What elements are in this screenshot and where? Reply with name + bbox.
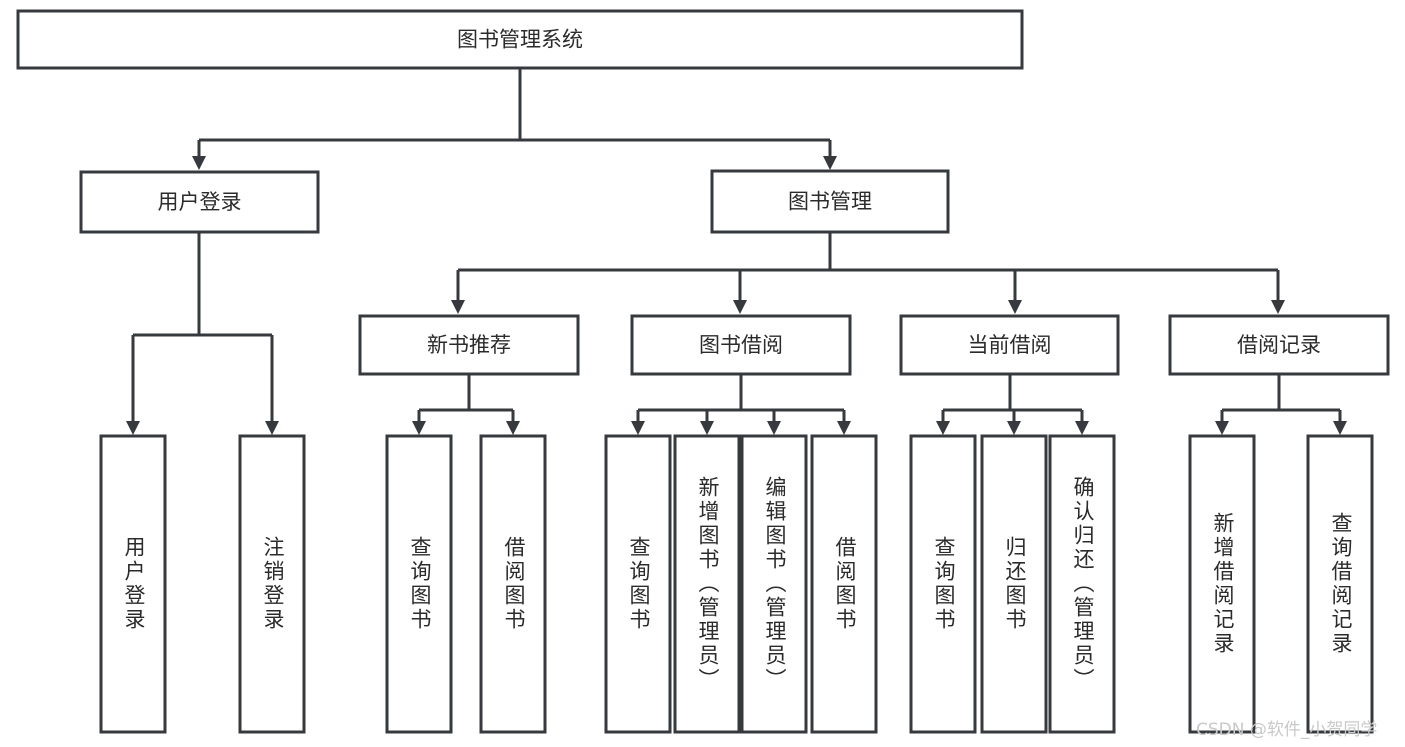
node-box — [16, 9, 1024, 70]
node-label: 注销登录 — [261, 536, 285, 632]
arrow-to-current — [1008, 300, 1022, 314]
node-leaf-edit-book-admin[interactable]: 编辑图书（管理员） — [740, 434, 808, 734]
node-label: 查询图书 — [932, 536, 956, 632]
node-book-borrow[interactable]: 图书借阅 — [630, 314, 852, 376]
arrow-to-leaf-user-login — [126, 421, 140, 435]
arrow-recommend-leaf1 — [412, 421, 426, 435]
node-leaf-return-book[interactable]: 归还图书 — [980, 434, 1048, 734]
arrow-borrow-leaf1 — [631, 421, 645, 435]
node-box — [1188, 434, 1256, 734]
node-leaf-borrow-book-recommend[interactable]: 借阅图书 — [479, 434, 547, 734]
node-box — [1048, 434, 1116, 734]
node-box — [909, 434, 977, 734]
arrow-heads-layer — [126, 156, 1347, 435]
node-leaf-query-borrow-record[interactable]: 查询借阅记录 — [1306, 434, 1374, 734]
node-label: 查询图书 — [408, 536, 432, 632]
node-label: 借阅记录 — [1237, 333, 1321, 357]
node-leaf-query-book-borrow[interactable]: 查询图书 — [604, 434, 672, 734]
arrow-borrow-leaf2 — [700, 421, 714, 435]
arrow-current-leaf1 — [936, 421, 950, 435]
csdn-watermark: CSDN @软件_小贺同学 — [1196, 720, 1377, 740]
node-leaf-borrow-book[interactable]: 借阅图书 — [810, 434, 878, 734]
node-box — [710, 169, 950, 234]
node-new-book-recommend[interactable]: 新书推荐 — [358, 314, 580, 376]
node-box — [358, 314, 580, 376]
node-leaf-add-borrow-record[interactable]: 新增借阅记录 — [1188, 434, 1256, 734]
node-label: 用户登录 — [158, 190, 242, 214]
node-label: 借阅图书 — [833, 536, 857, 632]
node-leaf-confirm-return-admin[interactable]: 确认归还（管理员） — [1048, 434, 1116, 734]
node-leaf-query-book-current[interactable]: 查询图书 — [909, 434, 977, 734]
node-label: 图书管理系统 — [457, 28, 583, 52]
node-leaf-query-book-recommend[interactable]: 查询图书 — [385, 434, 453, 734]
node-box — [980, 434, 1048, 734]
arrow-to-book-management — [823, 156, 837, 170]
arrow-recommend-leaf2 — [506, 421, 520, 435]
node-label: 确认归还（管理员） — [1071, 476, 1095, 692]
node-label: 编辑图书（管理员） — [763, 476, 787, 692]
node-box — [1306, 434, 1374, 734]
arrow-borrow-leaf3 — [767, 421, 781, 435]
node-label: 当前借阅 — [968, 333, 1052, 357]
node-label: 图书借阅 — [699, 333, 783, 357]
node-borrow-record[interactable]: 借阅记录 — [1168, 314, 1390, 376]
node-label: 图书管理 — [788, 190, 872, 214]
node-box — [1168, 314, 1390, 376]
node-box — [673, 434, 741, 734]
node-box — [79, 170, 320, 234]
node-box — [479, 434, 547, 734]
arrow-to-user-login — [192, 156, 206, 170]
node-label: 新书推荐 — [427, 333, 511, 357]
node-box — [899, 314, 1120, 376]
node-box — [385, 434, 453, 734]
node-label: 新增图书（管理员） — [696, 476, 720, 692]
node-book-management[interactable]: 图书管理 — [710, 169, 950, 234]
arrow-current-leaf3 — [1075, 421, 1089, 435]
node-box — [630, 314, 852, 376]
node-user-login[interactable]: 用户登录 — [79, 170, 320, 234]
node-title[interactable]: 图书管理系统 — [16, 9, 1024, 70]
arrow-record-leaf1 — [1215, 421, 1229, 435]
arrow-borrow-leaf4 — [837, 421, 851, 435]
arrow-current-leaf2 — [1007, 421, 1021, 435]
arrow-to-leaf-logout — [265, 421, 279, 435]
node-label: 用户登录 — [122, 536, 146, 632]
node-leaf-logout-login[interactable]: 注销登录 — [238, 434, 306, 734]
node-label: 查询借阅记录 — [1329, 512, 1353, 656]
nodes-layer: 图书管理系统用户登录图书管理新书推荐图书借阅当前借阅借阅记录用户登录注销登录查询… — [16, 9, 1390, 734]
arrow-to-borrow — [733, 300, 747, 314]
node-box — [604, 434, 672, 734]
arrow-record-leaf2 — [1333, 421, 1347, 435]
node-box — [238, 434, 306, 734]
arrow-to-recommend — [451, 300, 465, 314]
node-box — [810, 434, 878, 734]
node-label: 归还图书 — [1003, 536, 1027, 632]
arrow-to-record — [1271, 300, 1285, 314]
node-label: 新增借阅记录 — [1211, 512, 1235, 656]
node-label: 查询图书 — [627, 536, 651, 632]
node-current-borrow[interactable]: 当前借阅 — [899, 314, 1120, 376]
node-leaf-user-login[interactable]: 用户登录 — [99, 434, 167, 734]
node-box — [740, 434, 808, 734]
node-leaf-add-book-admin[interactable]: 新增图书（管理员） — [673, 434, 741, 734]
node-label: 借阅图书 — [502, 536, 526, 632]
node-box — [99, 434, 167, 734]
